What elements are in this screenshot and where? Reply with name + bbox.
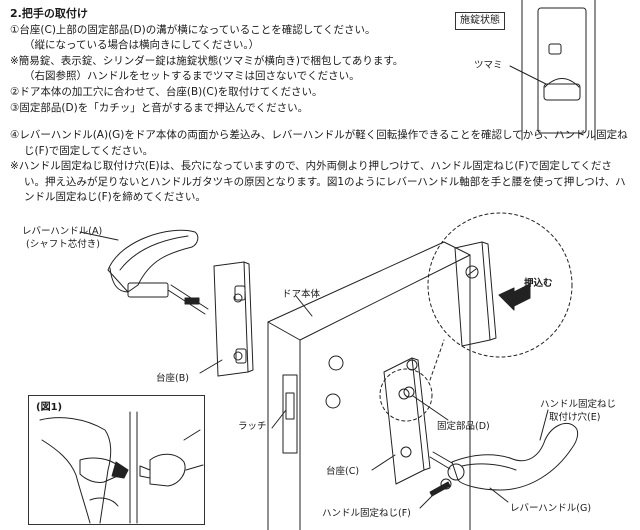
step-3: ③固定部品(D)を「カチッ」と音がするまで押込んでください。 <box>10 101 309 114</box>
push-in-label: 押込む <box>524 278 553 289</box>
locked-state-inset <box>509 0 596 141</box>
note-1-sub: （右図参照）ハンドルをセットするまでツマミは回さないでください。 <box>24 70 360 83</box>
instruction-text: 2.把手の取付け ①台座(C)上部の固定部品(D)の溝が横になっていることを確認… <box>10 6 480 116</box>
step-1: ①台座(C)上部の固定部品(D)の溝が横になっていることを確認してください。 <box>10 23 376 36</box>
base-c-label: 台座(C) <box>326 466 360 477</box>
fixing-part-d-label: 固定部品(D) <box>437 421 490 432</box>
door-body-label: ドア本体 <box>282 289 321 300</box>
lever-a-sub-label: (シャフト芯付き) <box>26 239 100 250</box>
lever-a-label: レバーハンドル(A) <box>22 226 103 237</box>
figure-1-box <box>28 395 205 525</box>
screw-hole-e-label-2: 取付け穴(E) <box>549 412 601 423</box>
latch-label: ラッチ <box>238 421 267 432</box>
screw-f-label: ハンドル固定ねじ(F) <box>322 508 411 519</box>
instruction-text-wide: ④レバーハンドル(A)(G)をドア本体の両面から差込み、レバーハンドルが軽く回転… <box>10 128 632 206</box>
door-body <box>267 241 471 530</box>
lever-g-label: レバーハンドル(G) <box>510 503 592 514</box>
section-heading: 2.把手の取付け <box>10 7 88 20</box>
note-1: ※簡易錠、表示錠、シリンダー錠は施錠状態(ツマミが横向き)で梱包してあります。 <box>10 54 404 67</box>
magnify-detail <box>379 212 573 422</box>
screw-hole-e-label-1: ハンドル固定ねじ <box>540 399 617 410</box>
figure-1-title: (図1) <box>36 402 63 413</box>
lever-handle-a <box>79 229 209 315</box>
note-2: ※ハンドル固定ねじ取付け穴(E)は、長穴になっていますので、内外両側より押しつけ… <box>10 160 626 204</box>
base-plate-b <box>199 261 254 377</box>
step-4: ④レバーハンドル(A)(G)をドア本体の両面から差込み、レバーハンドルが軽く回転… <box>10 129 628 157</box>
lever-handle-g <box>429 409 579 503</box>
figure-1-illustration <box>39 411 204 524</box>
locked-state-badge: 施錠状態 <box>455 12 505 30</box>
step-2: ②ドア本体の加工穴に合わせて、台座(B)(C)を取付けてください。 <box>10 85 323 98</box>
step-1-note: （縦になっている場合は横向きにしてください。） <box>24 39 260 52</box>
base-plate-c <box>371 357 431 485</box>
knob-label: ツマミ <box>474 60 503 71</box>
screw-f <box>419 478 452 509</box>
base-b-label: 台座(B) <box>156 373 189 384</box>
